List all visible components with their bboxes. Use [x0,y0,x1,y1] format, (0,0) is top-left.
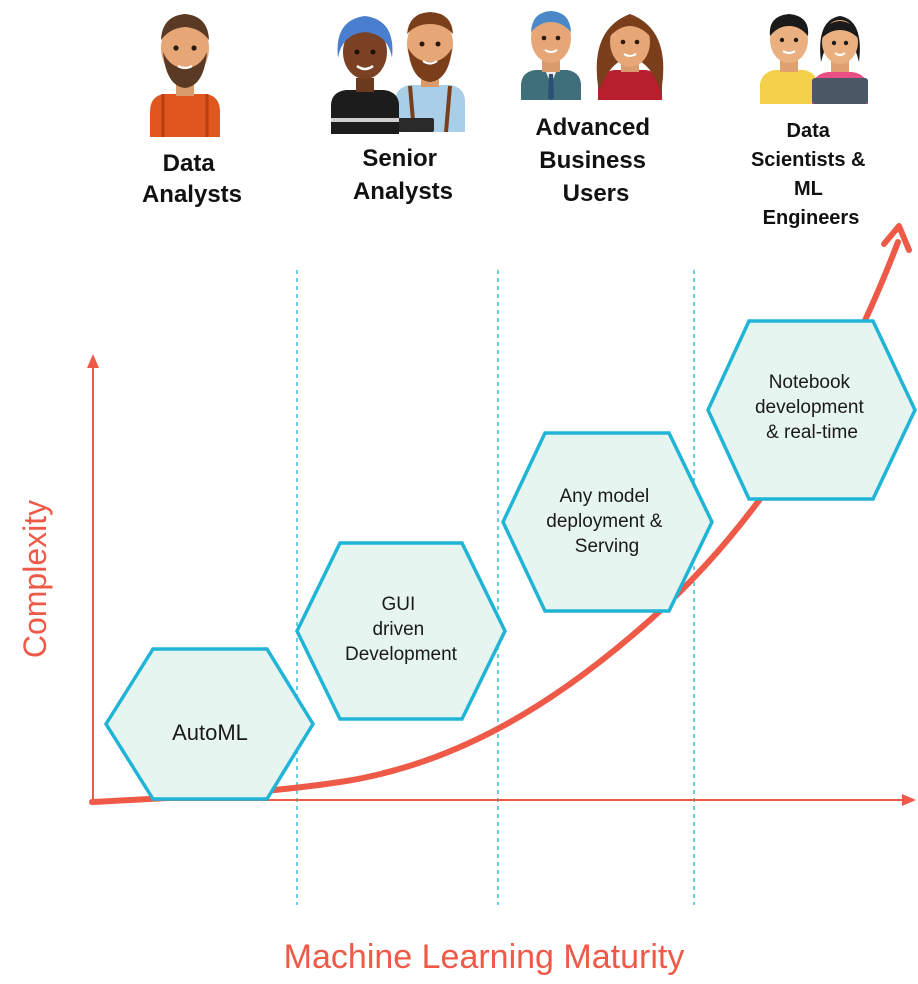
stage-label-line: Development [345,644,458,665]
x-axis-arrowhead-icon [902,794,916,806]
persona-label-line: Scientists & [751,149,865,171]
persona-label-line: Analysts [142,181,242,208]
stage-label: Any model deployment & Serving [546,486,667,557]
persona-label-line: Data [787,120,831,142]
data-analyst-avatar-icon [150,14,220,137]
stage-hex-gui: GUI driven Development [295,541,507,721]
stage-label-line: deployment & [546,511,663,532]
senior-analysts-avatars-icon [331,12,465,134]
persona-label-line: Users [563,180,630,207]
stage-label: AutoML [172,720,248,745]
persona-label-line: ML [794,178,823,200]
persona-label-line: Analysts [353,178,453,205]
growth-curve-arrowhead-icon [881,223,912,253]
x-axis-label: Machine Learning Maturity [284,938,685,976]
persona-label-line: Business [539,147,646,174]
persona-label-data-analysts: Data Analysts [142,150,242,208]
stage-label-line: Any model [559,486,649,507]
persona-label-business-users: Advanced Business Users [535,114,656,207]
persona-label-line: Advanced [535,114,650,141]
stage-label-line: Notebook [769,372,851,393]
y-axis-arrowhead-icon [87,354,99,368]
stage-hex-notebook: Notebook development & real-time [706,319,917,501]
persona-label-line: Senior [362,145,437,172]
stage-label-line: Serving [575,536,639,557]
stage-label-line: AutoML [172,720,248,745]
stage-hexagons: AutoML GUI driven Development Any model … [103,319,917,801]
persona-labels: Data Analysts Senior Analysts Advanced B… [142,114,871,229]
persona-label-senior-analysts: Senior Analysts [353,145,453,205]
stage-hex-deployment: Any model deployment & Serving [501,431,714,613]
persona-label-data-scientists: Data Scientists & ML Engineers [751,120,871,229]
stage-label-line: driven [372,619,424,640]
y-axis-label: Complexity [17,500,53,658]
stage-label: Notebook development & real-time [755,372,869,443]
stage-hex-automl: AutoML [103,647,316,801]
business-users-avatars-icon [521,11,664,100]
persona-label-line: Engineers [763,207,860,229]
data-scientists-avatars-icon [760,14,868,104]
stage-label-line: & real-time [766,422,858,443]
stage-label-line: GUI [381,594,415,615]
stage-label-line: development [755,397,865,418]
stage-label: GUI driven Development [345,594,458,665]
persona-label-line: Data [163,150,216,177]
